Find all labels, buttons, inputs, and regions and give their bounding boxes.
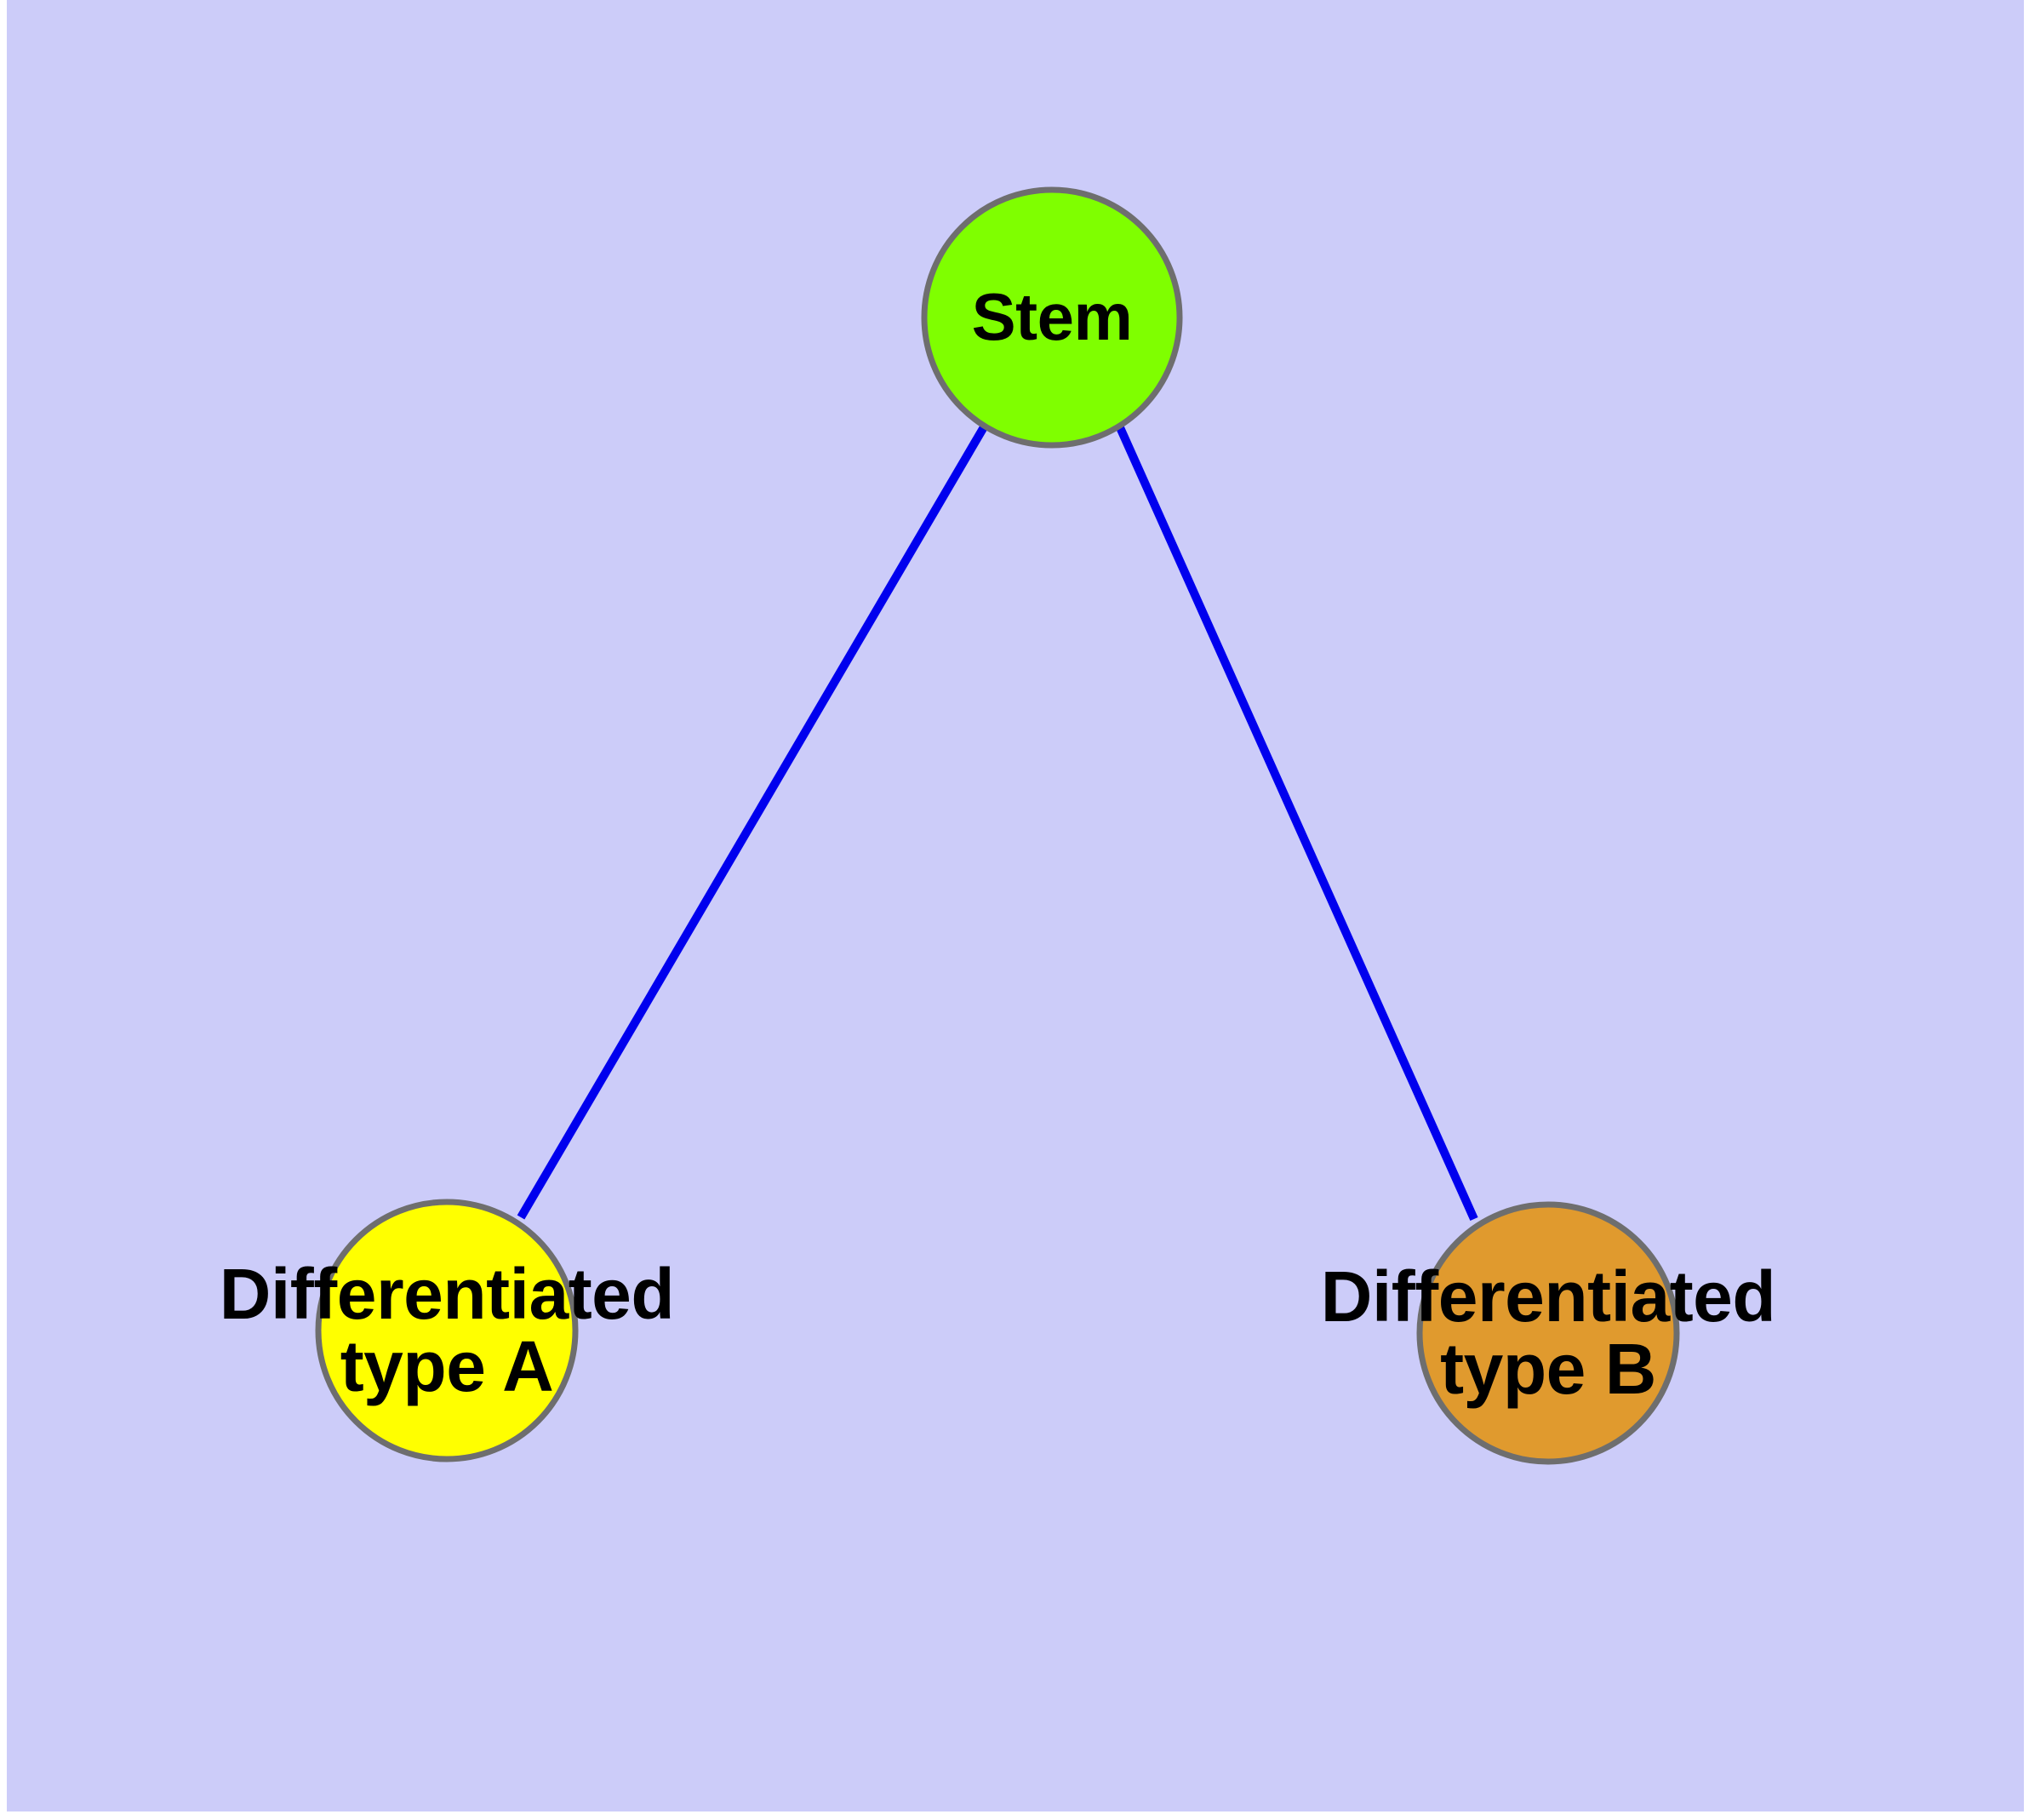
node-differentiated-type-b[interactable] xyxy=(1416,1201,1680,1465)
edge-stem-to-differentiated-type-a[interactable] xyxy=(517,423,989,1220)
node-differentiated-type-a[interactable] xyxy=(315,1199,579,1462)
node-stem[interactable] xyxy=(921,186,1183,449)
node-layer xyxy=(315,186,1680,1465)
edge-layer xyxy=(517,423,1478,1222)
edge-stem-to-differentiated-type-b[interactable] xyxy=(1115,423,1478,1222)
